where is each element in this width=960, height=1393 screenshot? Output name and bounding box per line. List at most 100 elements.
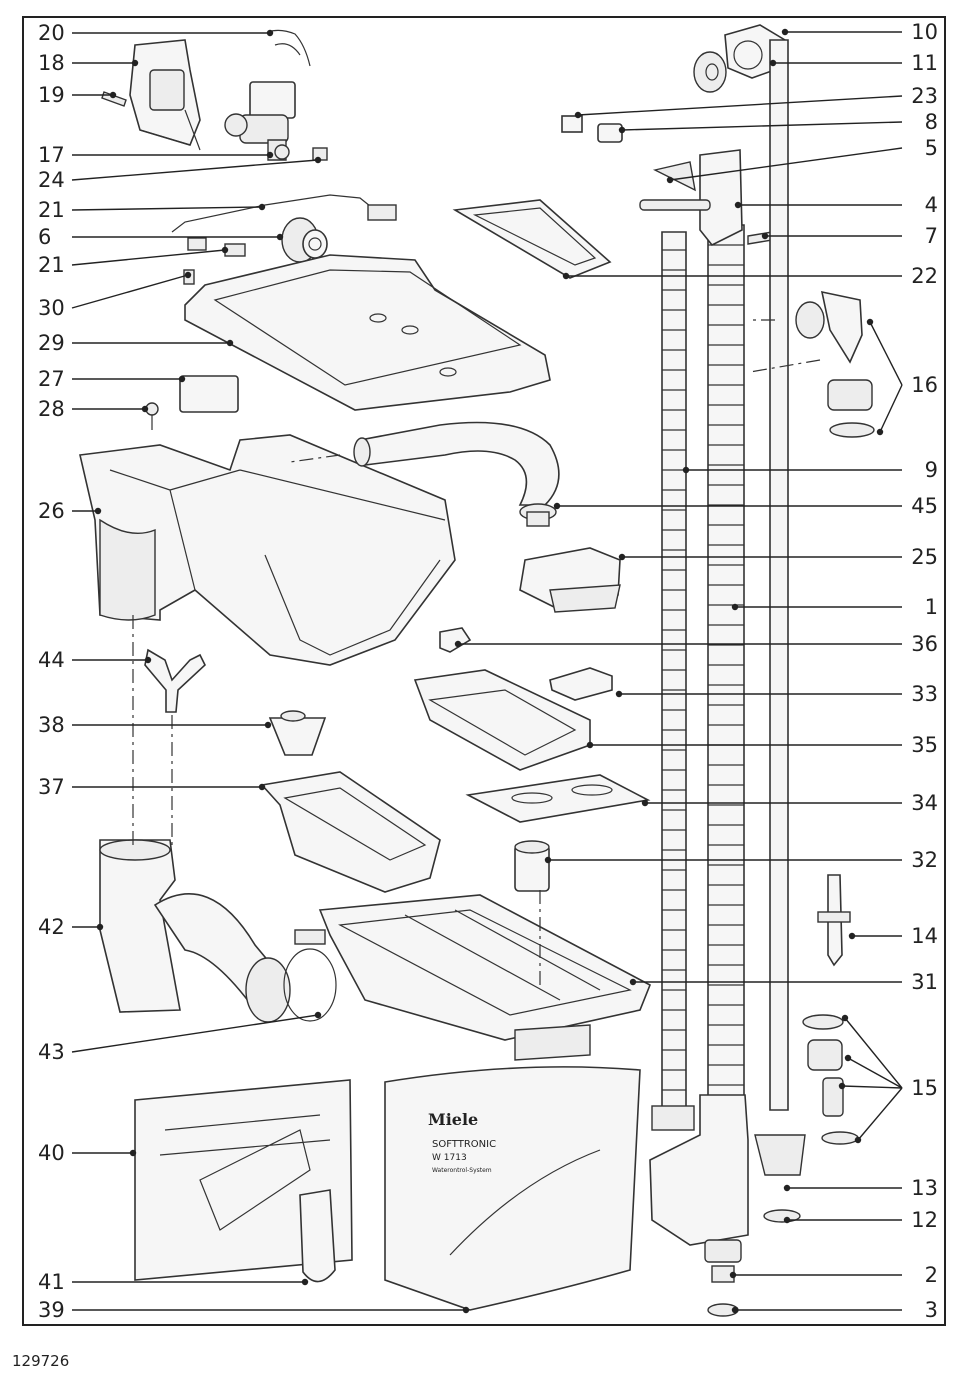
callout-label: 17 <box>38 143 65 167</box>
callout-left-30: 30 <box>38 271 192 320</box>
callout-label: 37 <box>38 775 65 799</box>
solenoid-valve-part-17 <box>224 81 296 161</box>
callout-label: 44 <box>38 648 65 672</box>
callout-left-26: 26 <box>38 499 102 523</box>
washer-set-part-16 <box>795 290 875 438</box>
callout-left-44: 44 <box>38 648 152 672</box>
connector-part-14 <box>817 874 851 967</box>
callout-label: 24 <box>38 168 65 192</box>
screw-part-7 <box>747 231 773 245</box>
callout-left-18: 18 <box>38 51 139 75</box>
callout-left-21: 21 <box>38 198 266 222</box>
callout-label: 8 <box>925 110 938 134</box>
wire-harness-part-21 <box>171 194 397 257</box>
callout-label: 23 <box>911 84 938 108</box>
callout-label: 6 <box>38 225 51 249</box>
callout-right-12: 12 <box>783 1208 938 1232</box>
callout-right-45: 45 <box>553 494 938 518</box>
callout-label: 20 <box>38 21 65 45</box>
drain-hose-part-1 <box>707 224 745 1101</box>
cap-part-38 <box>268 710 327 756</box>
callout-right-35: 35 <box>586 733 938 757</box>
callout-label: 42 <box>38 915 65 939</box>
callout-right-1: 1 <box>731 595 938 619</box>
callout-label: 11 <box>911 51 938 75</box>
callout-right-13: 13 <box>783 1176 938 1200</box>
clip-part-20 <box>267 29 311 67</box>
callout-label: 29 <box>38 331 65 355</box>
pump-housing-part-2 <box>649 1094 749 1283</box>
callout-left-28: 28 <box>38 397 149 421</box>
y-piece-part-44 <box>144 648 206 713</box>
callout-label: 12 <box>911 1208 938 1232</box>
callout-label: 7 <box>925 224 938 248</box>
bracket-part-18 <box>129 39 201 151</box>
document-number: 129726 <box>12 1352 70 1370</box>
callout-right-14: 14 <box>848 924 938 948</box>
siphon-cap-part-33 <box>549 667 613 701</box>
callout-label: 27 <box>38 367 65 391</box>
callout-left-6: 6 <box>38 225 284 249</box>
dispenser-lid-part-29 <box>184 254 551 411</box>
callout-right-22: 22 <box>562 264 938 288</box>
callout-label: 5 <box>925 136 938 160</box>
callout-right-33: 33 <box>615 682 938 706</box>
tray-part-37 <box>260 771 441 893</box>
callout-left-41: 41 <box>38 1270 309 1294</box>
callout-right-5: 5 <box>666 136 938 184</box>
system-text: Waterontrol-System <box>432 1167 492 1174</box>
callout-label: 39 <box>38 1298 65 1322</box>
callout-left-27: 27 <box>38 367 186 391</box>
callout-right-32: 32 <box>544 848 938 872</box>
callout-label: 21 <box>38 198 65 222</box>
callout-label: 2 <box>925 1263 938 1287</box>
callout-label: 38 <box>38 713 65 737</box>
callout-right-9: 9 <box>682 458 938 482</box>
callout-label: 31 <box>911 970 938 994</box>
callout-right-31: 31 <box>629 970 938 994</box>
connector-part-23 <box>561 115 583 133</box>
drain-elbow-part-42 <box>99 839 291 1023</box>
callout-label: 43 <box>38 1040 65 1064</box>
callout-right-2: 2 <box>729 1263 938 1287</box>
callout-right-25: 25 <box>618 545 938 569</box>
dispenser-housing-part-26 <box>79 434 456 666</box>
callout-left-24: 24 <box>38 156 322 192</box>
callout-right-36: 36 <box>454 632 938 656</box>
callout-right-11: 11 <box>769 51 938 75</box>
callout-left-39: 39 <box>38 1298 470 1322</box>
callout-label: 30 <box>38 296 65 320</box>
callout-label: 10 <box>911 20 938 44</box>
front-panel-part-39 <box>384 1066 641 1311</box>
connector-part-8 <box>597 123 623 143</box>
callout-label: 21 <box>38 253 65 277</box>
bracket-part-41 <box>299 1189 336 1283</box>
cylinder-part-32 <box>514 840 550 892</box>
callout-label: 18 <box>38 51 65 75</box>
callout-label: 32 <box>911 848 938 872</box>
callout-label: 16 <box>911 373 938 397</box>
screw-part-28 <box>145 402 159 430</box>
model-text: W 1713 <box>432 1153 467 1163</box>
pad-part-27 <box>179 375 239 413</box>
callout-label: 1 <box>925 595 938 619</box>
callout-label: 4 <box>925 193 938 217</box>
callout-label: 14 <box>911 924 938 948</box>
hose-clamp-part-43 <box>283 929 337 1022</box>
callout-label: 15 <box>911 1076 938 1100</box>
washer-part-11 <box>693 51 727 93</box>
callout-right-34: 34 <box>641 791 938 815</box>
plate-part-34 <box>465 774 651 823</box>
callout-right-16: 16 <box>866 318 938 436</box>
callout-right-23: 23 <box>574 84 938 119</box>
callout-label: 34 <box>911 791 938 815</box>
callout-left-19: 19 <box>38 83 117 107</box>
fitting-set-part-15 <box>802 1014 859 1145</box>
callout-left-42: 42 <box>38 915 104 939</box>
callout-right-15: 15 <box>838 1014 938 1144</box>
callout-left-38: 38 <box>38 713 272 737</box>
callout-label: 26 <box>38 499 65 523</box>
callout-label: 33 <box>911 682 938 706</box>
callout-label: 35 <box>911 733 938 757</box>
hook-part-4 <box>639 149 743 247</box>
